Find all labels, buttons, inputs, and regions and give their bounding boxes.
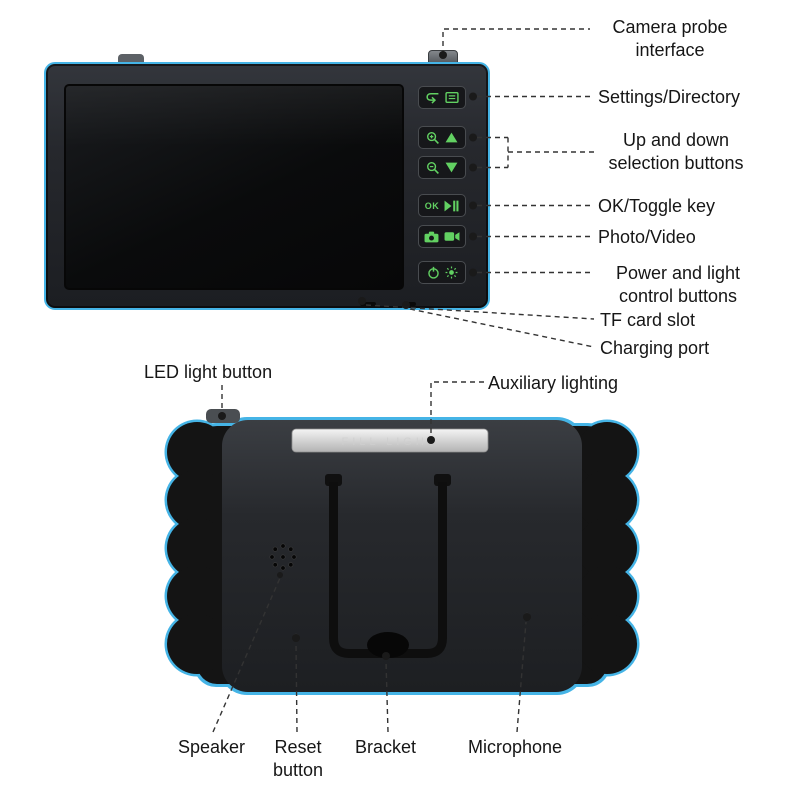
up-selection-button: [418, 126, 466, 149]
photo-camera-icon: [424, 231, 439, 242]
callout-line-bracket: [385, 660, 389, 733]
light-icon: [445, 266, 457, 279]
power-light-button: [418, 261, 466, 284]
bracket-stand: [329, 482, 447, 658]
label-led-light-button: LED light button: [144, 362, 273, 382]
display-screen: [64, 84, 404, 290]
label-tf-card-slot: TF card slot: [600, 310, 696, 330]
label-up-down-selection: Up and down selection buttons: [608, 130, 744, 173]
callout-line-camera-probe: [442, 28, 590, 55]
callout-line-auxiliary: [430, 381, 484, 434]
video-camera-icon: [444, 232, 460, 241]
bracket-hook-left: [325, 474, 342, 486]
settings-directory-button: [418, 86, 466, 109]
down-selection-button: [418, 156, 466, 179]
tf-card-slot-mark: [360, 302, 376, 306]
led-light-button: [206, 409, 240, 423]
zoom-out-icon: [427, 161, 439, 174]
label-camera-probe-interface: Camera probe interface: [612, 17, 728, 60]
label-auxiliary-lighting: Auxiliary lighting: [488, 373, 619, 393]
auxiliary-light-strip: [291, 428, 489, 453]
label-reset-button: Reset button: [272, 737, 324, 780]
label-microphone: Microphone: [468, 737, 563, 757]
bracket-hook-right: [434, 474, 451, 486]
left-grip: [167, 422, 275, 684]
monitor-front-view: OK: [44, 62, 490, 310]
charging-port-mark: [404, 302, 416, 306]
microphone-hole: [523, 612, 531, 620]
label-ok-toggle: OK/Toggle key: [598, 196, 716, 216]
ok-toggle-button: OK: [418, 194, 466, 217]
up-triangle-icon: [445, 132, 458, 143]
callout-line-reset: [295, 642, 298, 733]
label-bracket: Bracket: [355, 737, 417, 757]
label-settings-directory: Settings/Directory: [598, 87, 741, 107]
bracket-finger-hole: [367, 632, 409, 658]
label-speaker: Speaker: [178, 737, 246, 757]
directory-icon: [445, 91, 459, 104]
return-icon: [426, 93, 439, 104]
zoom-in-icon: [427, 131, 439, 144]
ok-label: OK: [424, 200, 440, 211]
down-triangle-icon: [445, 162, 458, 173]
play-pause-icon: [444, 200, 459, 211]
callout-line-speaker: [212, 577, 281, 733]
label-charging-port: Charging port: [600, 338, 710, 358]
speaker-holes: [269, 543, 297, 571]
right-grip: [529, 422, 637, 684]
fill-light-text: FILL LIGHT: [341, 436, 438, 448]
callout-line-microphone: [516, 621, 527, 733]
back-body: [222, 420, 582, 692]
back-blue-rim: [164, 417, 640, 695]
label-photo-video: Photo/Video: [598, 227, 696, 247]
reset-hole: [292, 633, 300, 641]
label-power-light-control: Power and light control buttons: [615, 263, 741, 306]
callout-line-charging: [409, 308, 595, 348]
power-icon: [427, 266, 439, 279]
photo-video-button: [418, 225, 466, 248]
monitor-back-view: FILL LIGHT: [164, 409, 640, 695]
